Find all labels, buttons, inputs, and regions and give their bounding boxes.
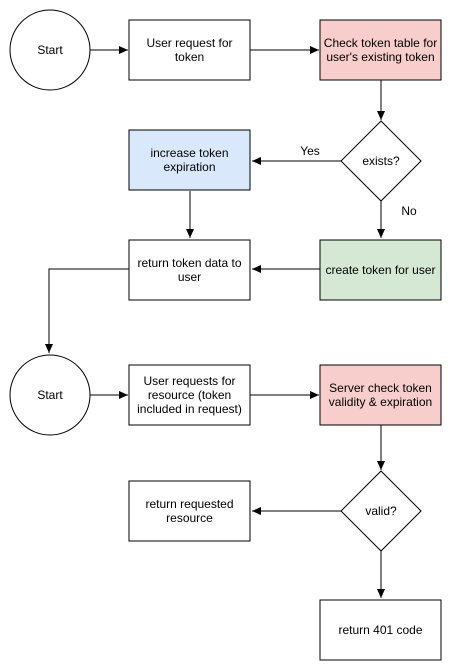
node-label-line: Server check token (329, 381, 432, 395)
node-label-line: User requests for (143, 374, 235, 388)
connectors (45, 46, 385, 598)
node-label-line: valid? (365, 504, 397, 518)
decision-diamond (340, 470, 422, 552)
node-create-token: create token for user (319, 239, 442, 301)
edge-return-token-to-start2 (45, 268, 129, 353)
node-label-line: return token data to (137, 256, 241, 270)
node-label: exists? (362, 154, 400, 168)
edge-label-no: No (401, 204, 417, 218)
process-box (319, 599, 442, 661)
process-box (319, 19, 442, 81)
process-box (319, 364, 442, 426)
node-label: Start (37, 388, 63, 402)
node-exists-decision: exists? (340, 120, 422, 202)
node-label-line: Start (37, 43, 63, 57)
node-label-line: token (175, 50, 204, 64)
node-valid-decision: valid? (340, 470, 422, 552)
node-label-line: Start (37, 388, 63, 402)
node-label-line: user's existing token (326, 50, 434, 64)
node-label-line: return requested (145, 497, 233, 511)
node-label-line: create token for user (325, 263, 435, 277)
edge-label-yes: Yes (300, 144, 320, 158)
process-box (319, 239, 442, 301)
node-label-line: user (178, 270, 201, 284)
node-label-line: included in request) (137, 402, 242, 416)
node-label-line: increase token (150, 146, 228, 160)
start-circle (9, 9, 91, 91)
process-box (128, 239, 251, 301)
node-start-1: Start (9, 9, 91, 91)
node-label: create token for user (325, 263, 435, 277)
start-circle (9, 354, 91, 436)
node-label-line: validity & expiration (329, 395, 432, 409)
node-label-line: Check token table for (324, 36, 437, 50)
node-start-2: Start (9, 354, 91, 436)
node-label: Start (37, 43, 63, 57)
decision-diamond (340, 120, 422, 202)
node-label-line: exists? (362, 154, 400, 168)
node-label-line: return 401 code (338, 623, 422, 637)
node-label-line: expiration (163, 160, 215, 174)
node-label-line: User request for (146, 36, 232, 50)
node-label-line: resource (166, 511, 213, 525)
node-label: valid? (365, 504, 397, 518)
node-label: return 401 code (338, 623, 422, 637)
process-box (128, 364, 251, 426)
process-box (128, 19, 251, 81)
node-label-line: resource (token (148, 388, 231, 402)
process-box (128, 480, 251, 542)
process-box (128, 129, 251, 191)
node-return-401: return 401 code (319, 599, 442, 661)
